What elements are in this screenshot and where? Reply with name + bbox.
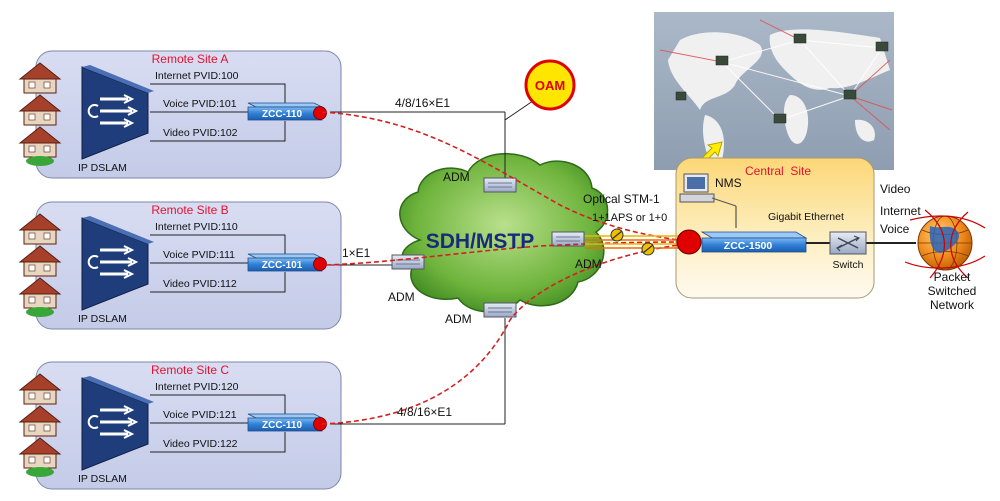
central-port-icon [676, 229, 702, 255]
video-pvid-label: Video PVID:112 [163, 278, 237, 290]
switch-label: Switch [833, 259, 864, 271]
ip-dslam-label: IP DSLAM [78, 162, 127, 174]
site-title: Remote Site C [151, 363, 229, 377]
internet-pvid-label: Internet PVID:110 [155, 221, 238, 233]
bush-icon [26, 307, 54, 317]
internet-pvid-label: Internet PVID:120 [155, 381, 239, 393]
adm-device-icon [483, 302, 517, 318]
ip-dslam-icon [81, 65, 154, 160]
house-icon [18, 437, 62, 469]
house-icon [18, 373, 62, 405]
adm-label-bottom: ADM [445, 312, 472, 326]
nms-label: NMS [715, 176, 742, 190]
port-icon [313, 106, 327, 120]
dashed-path-site-c [321, 243, 687, 425]
pvid-lines [150, 83, 286, 142]
device-label: ZCC-101 [262, 260, 303, 271]
optical-protection-label: 1+1APS or 1+0 [592, 212, 667, 224]
adm-device-icon [551, 231, 585, 247]
pvid-lines [150, 234, 286, 293]
ip-dslam-icon [81, 216, 154, 311]
zcc-device-icon [247, 253, 323, 272]
world-map-image [654, 12, 894, 170]
site-b-link-label: 1×E1 [342, 246, 371, 260]
zcc-1500-device [700, 231, 808, 253]
adm-label-left: ADM [388, 290, 415, 304]
internet-pvid-label: Internet PVID:100 [155, 70, 239, 82]
house-icon [18, 277, 62, 309]
voice-pvid-label: Voice PVID:101 [163, 98, 237, 110]
bush-icon [26, 467, 54, 477]
video-pvid-label: Video PVID:102 [163, 127, 238, 139]
house-icon [18, 405, 62, 437]
service-video-label: Video [880, 182, 911, 196]
cloud-label: SDH/MSTP [426, 230, 535, 253]
adm-device-icon [483, 177, 517, 193]
adm-device-icon [391, 254, 425, 270]
voice-pvid-label: Voice PVID:111 [163, 249, 235, 261]
optical-connector-icon [610, 228, 624, 242]
central-site-title: Central Site [745, 164, 811, 178]
house-icon [18, 126, 62, 158]
house-icon [18, 213, 62, 245]
central-site-panel [675, 157, 875, 299]
device-label: ZCC-110 [262, 109, 302, 120]
voice-pvid-label: Voice PVID:121 [163, 409, 237, 421]
house-icon [18, 245, 62, 277]
dashed-path-site-b [325, 241, 687, 266]
service-internet-label: Internet [880, 204, 921, 218]
network-label-line3: Network [930, 298, 975, 312]
optical-connector-icon [641, 242, 655, 256]
site-title: Remote Site A [152, 52, 229, 66]
site-title: Remote Site B [151, 203, 228, 217]
pvid-lines [150, 394, 286, 453]
house-icon [18, 62, 62, 94]
e1-link-lines [330, 111, 506, 425]
ip-dslam-label: IP DSLAM [78, 313, 127, 325]
site-a-link-label: 4/8/16×E1 [395, 96, 450, 110]
video-pvid-label: Video PVID:122 [163, 438, 238, 450]
nms-computer-icon [679, 173, 737, 207]
oam-badge [524, 59, 576, 111]
gigabit-label: Gigabit Ethernet [768, 211, 844, 223]
switch-icon [829, 231, 867, 255]
device-label: ZCC-110 [262, 420, 302, 431]
sdh-cloud [399, 153, 609, 313]
bush-icon [26, 156, 54, 166]
adm-label-top: ADM [443, 170, 470, 184]
dashed-path-site-a [321, 111, 687, 242]
optical-stm1-lines [585, 235, 686, 249]
service-voice-label: Voice [880, 222, 910, 236]
ip-dslam-label: IP DSLAM [78, 473, 127, 485]
port-icon [313, 257, 327, 271]
adm-label-right: ADM [575, 257, 602, 271]
optical-label: Optical STM-1 [583, 192, 660, 206]
oam-label: OAM [535, 78, 565, 93]
site-c-link-label: 4/8/16×E1 [397, 405, 452, 419]
network-label-line2: Switched [928, 284, 977, 298]
ip-dslam-icon [81, 376, 154, 471]
network-label-line1: Packet [934, 270, 971, 284]
zcc-1500-label: ZCC-1500 [724, 240, 773, 252]
house-icon [18, 94, 62, 126]
globe-icon [904, 209, 986, 279]
